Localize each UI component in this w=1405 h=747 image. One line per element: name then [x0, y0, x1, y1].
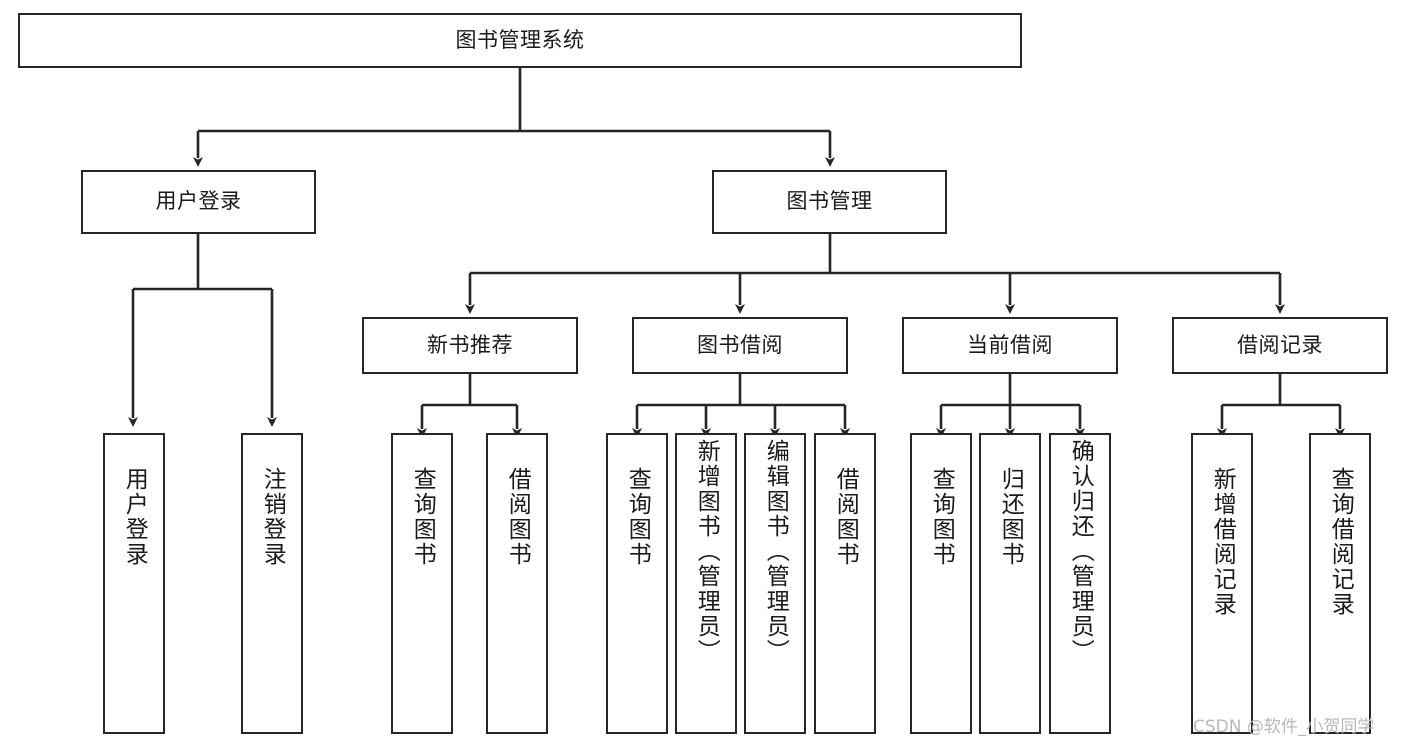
- leaf-confirm-return-admin[interactable]: 确认归还（管理员）: [1049, 433, 1111, 734]
- node-user-login[interactable]: 用户登录: [81, 170, 316, 234]
- leaf-edit-book-admin[interactable]: 编辑图书（管理员）: [744, 433, 806, 734]
- node-book-management[interactable]: 图书管理: [712, 170, 947, 234]
- leaf-borrow-book[interactable]: 借阅图书: [814, 433, 876, 734]
- leaf-return-book[interactable]: 归还图书: [979, 433, 1041, 734]
- leaf-add-borrow-record[interactable]: 新增借阅记录: [1191, 433, 1253, 734]
- node-borrowing-records[interactable]: 借阅记录: [1172, 317, 1388, 374]
- node-label: 确认归还（管理员）: [1067, 439, 1094, 664]
- node-label: 用户登录: [121, 467, 148, 567]
- node-book-borrowing[interactable]: 图书借阅: [632, 317, 848, 374]
- node-label: 查询图书: [928, 467, 955, 567]
- leaf-add-book-admin[interactable]: 新增图书（管理员）: [675, 433, 737, 734]
- leaf-query-book-current[interactable]: 查询图书: [910, 433, 972, 734]
- node-label: 新增借阅记录: [1209, 467, 1236, 617]
- node-label: 查询借阅记录: [1327, 467, 1354, 617]
- node-label: 归还图书: [997, 467, 1024, 567]
- leaf-query-book-borrow[interactable]: 查询图书: [606, 433, 668, 734]
- node-label: 查询图书: [624, 467, 651, 567]
- node-label: 借阅图书: [504, 467, 531, 567]
- leaf-query-book-recommend[interactable]: 查询图书: [391, 433, 453, 734]
- leaf-logout[interactable]: 注销登录: [241, 433, 303, 734]
- node-label: 借阅记录: [1237, 332, 1323, 357]
- node-label: 借阅图书: [832, 467, 859, 567]
- node-label: 图书借阅: [697, 332, 783, 357]
- leaf-query-borrow-record[interactable]: 查询借阅记录: [1309, 433, 1371, 734]
- node-label: 用户登录: [155, 189, 242, 214]
- node-label: 当前借阅: [967, 332, 1053, 357]
- leaf-borrow-book-recommend[interactable]: 借阅图书: [486, 433, 548, 734]
- node-label: 编辑图书（管理员）: [762, 439, 789, 664]
- csdn-watermark: CSDN @软件_小贺同学: [1193, 717, 1375, 737]
- node-current-borrowing[interactable]: 当前借阅: [902, 317, 1118, 374]
- node-label: 注销登录: [259, 467, 286, 567]
- node-label: 新书推荐: [427, 332, 513, 357]
- node-label: 新增图书（管理员）: [693, 439, 720, 664]
- node-label: 图书管理系统: [455, 27, 585, 52]
- node-label: 查询图书: [409, 467, 436, 567]
- leaf-user-login[interactable]: 用户登录: [103, 433, 165, 734]
- node-label: 图书管理: [786, 189, 873, 214]
- node-root-book-management-system[interactable]: 图书管理系统: [18, 13, 1022, 68]
- node-new-book-recommendation[interactable]: 新书推荐: [362, 317, 578, 374]
